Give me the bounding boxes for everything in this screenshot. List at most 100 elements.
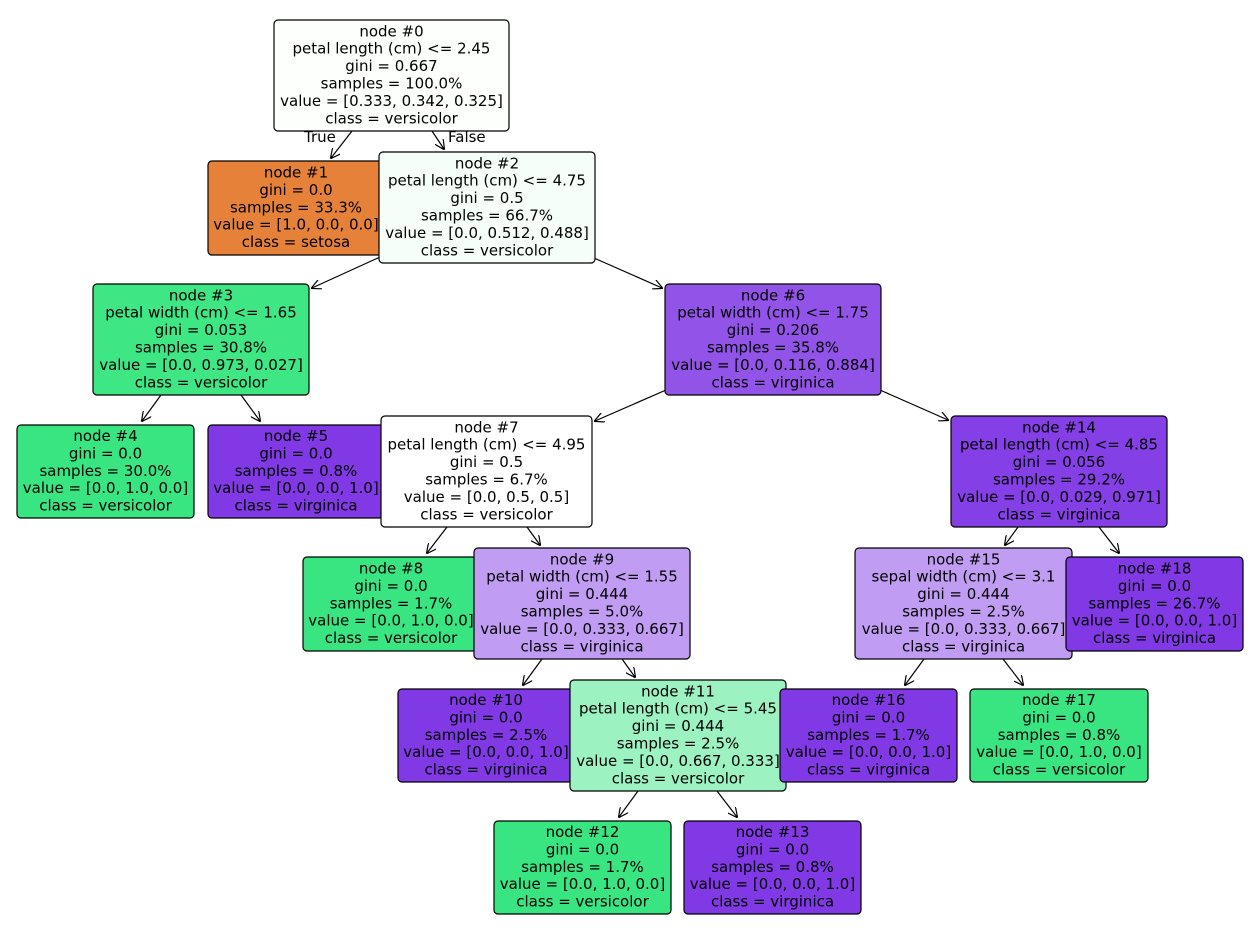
- edge-node-14-to-node-15: [1005, 526, 1019, 545]
- node-text-line: class = virginica: [1093, 629, 1216, 647]
- node-text-line: samples = 2.5%: [617, 735, 740, 753]
- node-text-line: node #16: [832, 691, 906, 709]
- node-text-line: samples = 26.7%: [1088, 594, 1220, 612]
- node-text-line: samples = 2.5%: [425, 726, 548, 744]
- node-text-line: gini = 0.0: [259, 181, 332, 199]
- node-box: [969, 688, 1149, 783]
- node-text-line: value = [0.0, 0.0, 1.0]: [213, 479, 378, 497]
- node-text-line: gini = 0.206: [727, 321, 819, 339]
- node-text-line: class = virginica: [997, 505, 1120, 523]
- node-text-line: node #17: [1022, 691, 1096, 709]
- node-text-line: class = virginica: [520, 637, 643, 655]
- node-text-line: node #7: [454, 418, 518, 436]
- node-text-line: node #10: [449, 691, 523, 709]
- node-text-line: value = [0.0, 0.333, 0.667]: [480, 620, 684, 638]
- node-text-line: petal length (cm) <= 4.95: [388, 436, 586, 454]
- node-box: [683, 820, 862, 915]
- node-box: [493, 820, 672, 915]
- node-box: [92, 283, 310, 396]
- node-text-line: value = [0.0, 0.116, 0.884]: [671, 356, 875, 374]
- node-box: [473, 547, 691, 660]
- node-text-line: samples = 2.5%: [902, 603, 1025, 621]
- node-text-line: value = [0.0, 0.333, 0.667]: [862, 620, 1066, 638]
- node-text-line: gini = 0.5: [450, 189, 523, 207]
- node-text-line: gini = 0.0: [449, 708, 522, 726]
- node-text-line: value = [0.0, 0.973, 0.027]: [99, 356, 303, 374]
- node-text-line: class = versicolor: [39, 497, 172, 515]
- node-text-line: samples = 1.7%: [330, 594, 453, 612]
- node-text-line: node #5: [264, 427, 328, 445]
- edge-node-0-to-node-1: [331, 130, 353, 158]
- node-text-line: value = [0.333, 0.342, 0.325]: [280, 92, 503, 110]
- node-text-line: node #14: [1022, 418, 1096, 436]
- edge-node-6-to-node-7: [595, 389, 667, 421]
- node-text-line: class = versicolor: [516, 893, 649, 911]
- node-text-line: value = [0.0, 1.0, 0.0]: [976, 743, 1141, 761]
- node-text-line: value = [0.0, 1.0, 0.0]: [23, 479, 188, 497]
- node-text-line: sepal width (cm) <= 3.1: [872, 568, 1056, 586]
- node-text-line: gini = 0.667: [345, 57, 437, 75]
- edge-node-14-to-node-18: [1098, 526, 1119, 553]
- edge-node-2-to-node-3: [312, 256, 381, 288]
- node-text-line: node #12: [546, 823, 620, 841]
- node-text-line: node #2: [455, 154, 519, 172]
- node-text-line: class = setosa: [242, 233, 350, 251]
- node-box: [1065, 556, 1244, 652]
- node-box: [950, 415, 1168, 528]
- node-text-line: gini = 0.5: [450, 453, 523, 471]
- node-text-line: value = [0.0, 0.512, 0.488]: [385, 224, 589, 242]
- node-text-line: value = [0.0, 0.0, 1.0]: [690, 875, 855, 893]
- node-text-line: samples = 5.0%: [521, 603, 644, 621]
- node-text-line: gini = 0.0: [69, 444, 142, 462]
- node-text-line: node #15: [927, 550, 1001, 568]
- node-text-line: petal length (cm) <= 2.45: [293, 40, 491, 58]
- node-text-line: petal width (cm) <= 1.65: [105, 304, 297, 322]
- node-box: [378, 151, 596, 264]
- node-text-line: node #0: [359, 22, 423, 40]
- node-text-line: node #4: [73, 427, 137, 445]
- node-text-line: node #8: [359, 560, 423, 578]
- node-text-line: class = virginica: [711, 373, 834, 391]
- node-text-line: samples = 29.2%: [993, 471, 1125, 489]
- node-text-line: gini = 0.444: [917, 585, 1009, 603]
- node-text-line: value = [0.0, 1.0, 0.0]: [308, 612, 473, 630]
- edge-node-2-to-node-6: [593, 257, 662, 288]
- node-text-line: class = virginica: [234, 497, 357, 515]
- node-text-line: samples = 33.3%: [230, 198, 362, 216]
- node-text-line: value = [0.0, 0.0, 1.0]: [786, 743, 951, 761]
- node-text-line: gini = 0.053: [155, 321, 247, 339]
- edge-node-11-to-node-13: [716, 790, 737, 817]
- node-text-line: value = [0.0, 0.667, 0.333]: [576, 752, 780, 770]
- node-text-line: petal length (cm) <= 5.45: [579, 700, 777, 718]
- node-text-line: class = virginica: [711, 893, 834, 911]
- node-text-line: samples = 30.0%: [39, 462, 171, 480]
- node-text-line: class = virginica: [902, 637, 1025, 655]
- node-text-line: gini = 0.0: [736, 840, 809, 858]
- node-text-line: class = versicolor: [421, 241, 554, 259]
- node-text-line: node #9: [550, 550, 614, 568]
- edge-node-7-to-node-9: [526, 526, 540, 545]
- node-text-line: samples = 66.7%: [421, 207, 553, 225]
- node-text-line: value = [1.0, 0.0, 0.0]: [213, 216, 378, 234]
- node-text-line: value = [0.0, 0.0, 1.0]: [403, 743, 568, 761]
- edge-labels-layer: True False: [303, 128, 486, 146]
- node-text-line: samples = 100.0%: [321, 75, 463, 93]
- node-text-line: gini = 0.0: [832, 708, 905, 726]
- node-box: [779, 688, 958, 783]
- false-edge-label: False: [448, 128, 486, 146]
- edges-layer: [142, 130, 1119, 817]
- node-text-line: petal width (cm) <= 1.55: [486, 568, 678, 586]
- edge-node-3-to-node-5: [240, 394, 260, 421]
